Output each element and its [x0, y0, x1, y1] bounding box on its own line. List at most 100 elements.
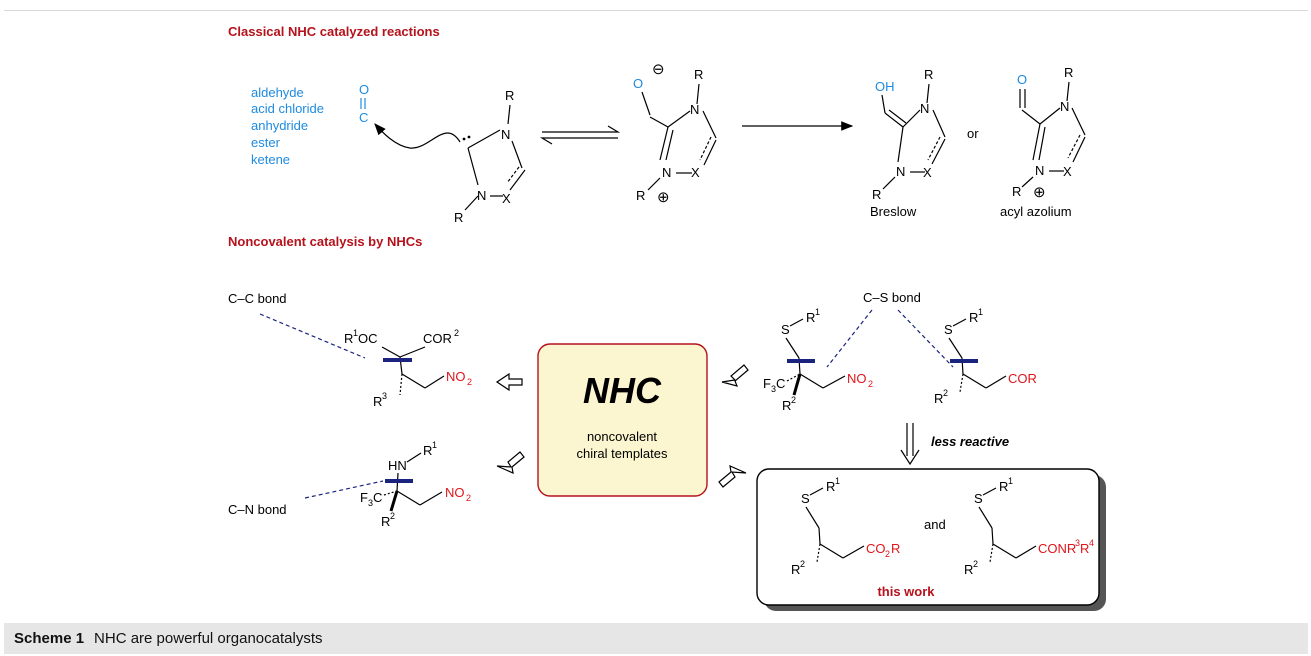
cn-r2: R: [381, 514, 390, 529]
adduct-x: X: [691, 165, 700, 180]
cn-product: HN R 1 F 3 C R 2 NO 2: [360, 440, 471, 529]
azolium-n-top: N: [1060, 99, 1069, 114]
azolium-x: X: [1063, 164, 1072, 179]
cn-f3c-f: F: [360, 490, 368, 505]
cn-hn: HN: [388, 458, 407, 473]
nhc-line2: chiral templates: [576, 446, 668, 461]
tw2-conr-sup4: 4: [1089, 538, 1094, 548]
substrate-list: aldehyde acid chloride anhydride ester k…: [251, 85, 324, 167]
this-work-label: this work: [877, 584, 935, 599]
breslow-label: Breslow: [870, 204, 917, 219]
cs1-r2-sup: 2: [791, 395, 796, 405]
azolium-plus: ⊕: [1033, 184, 1046, 201]
scheme-caption: Scheme 1 NHC are powerful organocatalyst…: [4, 623, 1308, 654]
cs1-r1: R: [806, 310, 815, 325]
zwitterion-adduct: O ⊖ N R N X R ⊕: [633, 61, 717, 206]
tw2-r1: R: [999, 479, 1008, 494]
adduct-o: O: [633, 76, 643, 91]
carbene-n-top: N: [501, 127, 510, 142]
breslow-x: X: [923, 165, 932, 180]
substrate-anhydride: anhydride: [251, 118, 308, 133]
cn-f3c-sub: 3: [368, 498, 373, 508]
adduct-n-bottom: N: [662, 165, 671, 180]
cc-r1oc-oc: OC: [358, 331, 378, 346]
carbene-n-bottom: N: [477, 188, 486, 203]
hollow-arrow-cc: [495, 372, 523, 392]
cn-r2-sup: 2: [390, 511, 395, 521]
cs-bond-label: C–S bond: [863, 290, 921, 305]
azolium-n-bottom: N: [1035, 163, 1044, 178]
cs-bond-pointer-left: [826, 309, 873, 368]
cn-f3c-c: C: [373, 490, 382, 505]
adduct-n-top: N: [690, 102, 699, 117]
this-work-box: [756, 468, 1100, 606]
carbene-x: X: [502, 191, 511, 206]
hollow-arrow-cs: [721, 364, 749, 387]
cc-r3-sup: 3: [382, 391, 387, 401]
less-reactive-label: less reactive: [931, 434, 1009, 449]
cn-r1-sup: 1: [432, 440, 437, 450]
tw2-conr-r: R: [1080, 541, 1089, 556]
cc-product: R 1 OC COR 2 R 3 NO 2: [344, 328, 472, 409]
tw2-conr-sup3: 3: [1075, 538, 1080, 548]
cn-no2-sub: 2: [466, 493, 471, 503]
adduct-plus: ⊕: [657, 189, 670, 206]
cc-bond-pointer: [259, 313, 366, 359]
cc-no2: NO: [446, 369, 466, 384]
cn-no2: NO: [445, 485, 465, 500]
substrate-ester: ester: [251, 135, 281, 150]
azolium-r-top: R: [1064, 65, 1073, 80]
tw2-conr: CONR: [1038, 541, 1076, 556]
breslow-r-top: R: [924, 67, 933, 82]
hollow-arrow-work: [718, 465, 747, 488]
tw2-s: S: [974, 491, 983, 506]
cc-r1oc-r: R: [344, 331, 353, 346]
scheme-frame: [4, 10, 1308, 623]
or-label: or: [967, 126, 979, 141]
tw2-r2-sup: 2: [973, 559, 978, 569]
cc-r1oc-sup: 1: [353, 328, 358, 338]
hollow-arrow-cn: [496, 451, 525, 474]
cs1-r1-sup: 1: [815, 307, 820, 317]
classical-title: Classical NHC catalyzed reactions: [228, 24, 440, 39]
tw2-r1-sup: 1: [1008, 476, 1013, 486]
carbonyl-c: C: [359, 110, 368, 125]
free-carbene: N R N X R: [454, 88, 526, 225]
this-work-amide: S R 1 R 2 CONR 3 R 4: [964, 476, 1094, 577]
cs-product-cor: S R 1 R 2 COR: [934, 307, 1037, 406]
cc-bond-label: C–C bond: [228, 291, 287, 306]
acyl-azolium-label: acyl azolium: [1000, 204, 1072, 219]
tw1-co-sub: 2: [885, 549, 890, 559]
azolium-r-bottom: R: [1012, 184, 1021, 199]
cs1-f3c-f: F: [763, 376, 771, 391]
less-reactive-arrow: [900, 423, 920, 466]
attack-arrow: [374, 123, 461, 149]
carbene-r-bottom: R: [454, 210, 463, 225]
tw1-r1: R: [826, 479, 835, 494]
tw1-co-r: R: [891, 541, 900, 556]
adduct-r-top: R: [694, 67, 703, 82]
equilibrium-arrow: [539, 125, 621, 145]
nhc-line1: noncovalent: [587, 429, 657, 444]
adduct-minus: ⊖: [652, 61, 665, 78]
acyl-azolium: O N R N X R ⊕: [1012, 65, 1086, 201]
cs2-r2-sup: 2: [943, 388, 948, 398]
tw1-r1-sup: 1: [835, 476, 840, 486]
and-label: and: [924, 517, 946, 532]
cn-r1: R: [423, 443, 432, 458]
carbonyl-group: O C: [359, 82, 369, 125]
cs1-f3c-sub: 3: [771, 384, 776, 394]
caption-text: NHC are powerful organocatalysts: [94, 630, 323, 647]
cn-bond-pointer: [304, 480, 384, 499]
cc-cor2-sup: 2: [454, 328, 459, 338]
nhc-title: NHC: [583, 370, 662, 411]
cs-product-cf3: S R 1 F 3 C R 2 NO 2: [763, 307, 873, 413]
substrate-acid-chloride: acid chloride: [251, 101, 324, 116]
caption-label: Scheme 1: [14, 630, 85, 647]
this-work-ester: S R 1 R 2 CO 2 R: [791, 476, 900, 577]
carbene-r-top: R: [505, 88, 514, 103]
cs2-r1: R: [969, 310, 978, 325]
tw1-co: CO: [866, 541, 886, 556]
substrate-aldehyde: aldehyde: [251, 85, 304, 100]
breslow-n-bottom: N: [896, 164, 905, 179]
